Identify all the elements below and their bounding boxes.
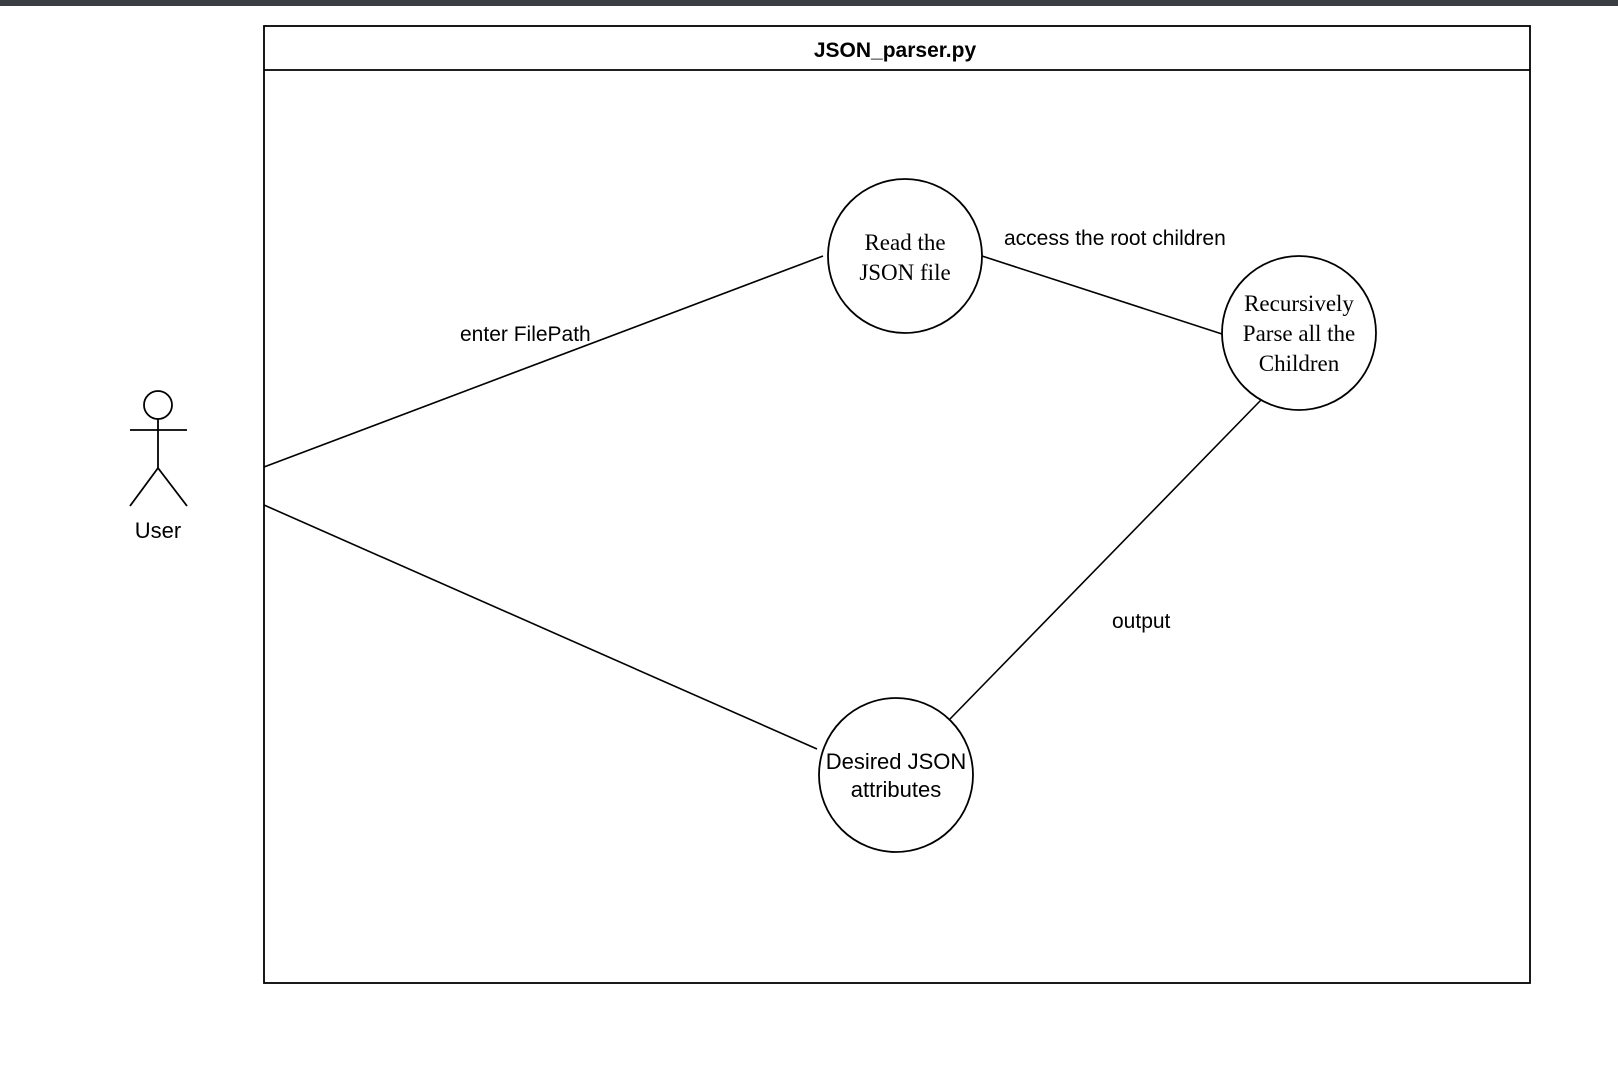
- actor-user: [129, 390, 188, 507]
- actor-head: [143, 390, 173, 420]
- edge-label-enter-filepath: enter FilePath: [460, 323, 591, 346]
- use-case-desired-attributes-circle: [818, 697, 974, 853]
- use-case-parse-children-line3: Children: [1259, 351, 1340, 376]
- use-case-parse-children: Recursively Parse all the Children: [1221, 255, 1377, 411]
- use-case-desired-attributes-line2: attributes: [851, 777, 942, 802]
- edge-output: [949, 399, 1262, 720]
- use-case-parse-children-circle: [1221, 255, 1377, 411]
- system-title: JSON_parser.py: [814, 39, 977, 62]
- use-case-desired-attributes: Desired JSON attributes: [818, 697, 974, 853]
- use-case-parse-children-line2: Parse all the: [1243, 321, 1355, 346]
- use-case-read-json-file-line1: Read the: [864, 230, 945, 255]
- use-case-read-json-file: Read the JSON file: [827, 178, 983, 334]
- actor-right-leg: [157, 467, 188, 507]
- actor-label: User: [135, 518, 181, 543]
- use-case-read-json-file-circle: [827, 178, 983, 334]
- window-top-bar: [0, 0, 1618, 6]
- use-case-parse-children-line1: Recursively: [1244, 291, 1354, 316]
- use-case-read-json-file-line2: JSON file: [859, 260, 950, 285]
- edge-user-to-desired-attributes: [263, 504, 818, 750]
- edge-enter-filepath: [263, 255, 824, 468]
- system-boundary: JSON_parser.py: [263, 25, 1531, 984]
- actor-left-leg: [129, 467, 159, 507]
- edge-access-root-children: [981, 255, 1223, 335]
- edge-label-output: output: [1112, 610, 1171, 633]
- use-case-desired-attributes-line1: Desired JSON: [826, 749, 967, 774]
- edge-label-access-root-children: access the root children: [1004, 227, 1226, 250]
- system-boundary-frame: [263, 25, 1531, 984]
